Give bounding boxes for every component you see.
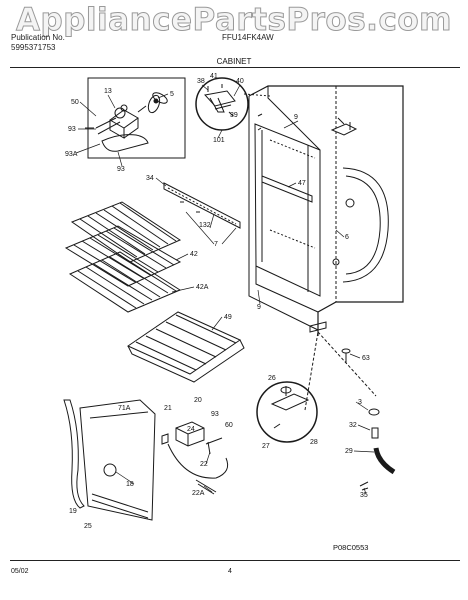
callout-42A: 42A <box>196 284 209 291</box>
callout-93A: 93A <box>65 151 78 158</box>
callout-132: 132 <box>199 222 211 229</box>
callout-19: 19 <box>69 508 77 515</box>
callout-38: 38 <box>197 78 205 85</box>
footer-date: 05/02 <box>11 568 29 575</box>
header-rule <box>10 67 460 68</box>
watermark: AppliancePartsPros.com <box>16 2 452 39</box>
callout-22A: 22A <box>192 490 205 497</box>
section-title: CABINET <box>216 57 252 66</box>
callout-50: 50 <box>71 99 79 106</box>
publication-number: 5995371753 <box>11 43 56 52</box>
drain-inset <box>256 331 319 443</box>
model-number: FFU14FK4AW <box>222 33 274 42</box>
callout-21: 21 <box>164 405 172 412</box>
bottom-panel-71A <box>63 399 156 521</box>
callout-7: 7 <box>214 241 218 248</box>
callout-93-control: 93 <box>211 411 219 418</box>
drain-assembly <box>309 321 396 491</box>
callout-60: 60 <box>225 422 233 429</box>
wire-shelf-middle <box>64 225 182 287</box>
callout-93-fan: 93 <box>68 126 76 133</box>
page-number: 4 <box>228 568 232 575</box>
callout-28: 28 <box>310 439 318 446</box>
control-thermostat <box>161 421 229 495</box>
wire-shelf-top <box>70 201 182 263</box>
callout-24: 24 <box>187 426 195 433</box>
callout-20: 20 <box>194 397 202 404</box>
publication-label: Publication No. <box>11 33 65 42</box>
callout-93-bracket: 93 <box>117 166 125 173</box>
callout-40: 40 <box>236 78 244 85</box>
shelf-rail-47 <box>261 175 313 203</box>
callout-63: 63 <box>362 355 370 362</box>
callout-25: 25 <box>84 523 92 530</box>
callout-71A: 71A <box>118 405 131 412</box>
callout-39: 39 <box>230 112 238 119</box>
callout-6: 6 <box>345 234 349 241</box>
callout-47: 47 <box>298 180 306 187</box>
callout-26: 26 <box>268 375 276 382</box>
callout-22: 22 <box>200 461 208 468</box>
leader-lines <box>75 84 375 495</box>
callout-32: 32 <box>349 422 357 429</box>
shelf-support-34 <box>163 182 241 229</box>
callout-5: 5 <box>170 91 174 98</box>
callout-49: 49 <box>224 314 232 321</box>
callout-9-top: 9 <box>294 114 298 121</box>
callout-27: 27 <box>262 443 270 450</box>
callout-13: 13 <box>104 88 112 95</box>
callout-3: 3 <box>358 399 362 406</box>
callout-34: 34 <box>146 175 154 182</box>
cabinet-body <box>248 85 404 336</box>
callout-42: 42 <box>190 251 198 258</box>
footer-rule <box>10 560 460 561</box>
basket-49 <box>126 311 245 383</box>
fan-blade <box>147 92 168 114</box>
fan-motor-inset <box>85 77 186 159</box>
hinge-inset-top <box>195 77 271 131</box>
callout-labels: 13 5 50 93 93A 93 38 41 40 39 101 9 47 3… <box>65 73 370 530</box>
callout-41: 41 <box>210 73 218 80</box>
callout-18: 18 <box>126 481 134 488</box>
callout-101: 101 <box>213 137 225 144</box>
callout-9-bottom: 9 <box>257 304 261 311</box>
callout-35: 35 <box>360 492 368 499</box>
callout-29: 29 <box>345 448 353 455</box>
figure-code: P08C0553 <box>333 543 369 552</box>
